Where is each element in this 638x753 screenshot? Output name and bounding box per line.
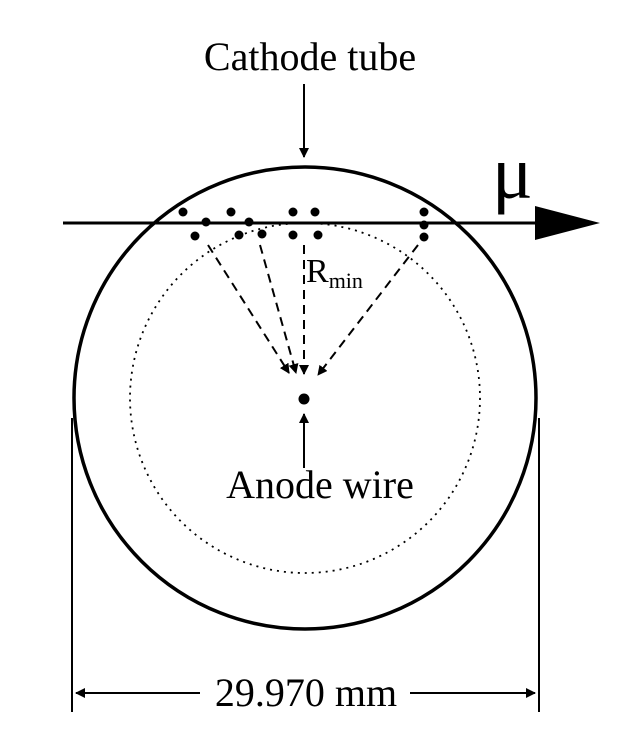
drift-path: [317, 244, 419, 376]
ionization-clusters: [178, 207, 429, 242]
cluster-dot: [288, 230, 298, 240]
muon-symbol: μ: [492, 131, 533, 215]
cluster-dot: [178, 207, 188, 217]
cluster-dot: [288, 207, 298, 217]
cluster-dot: [419, 232, 429, 242]
cluster-dot: [257, 229, 267, 239]
anode-wire-label: Anode wire: [226, 462, 414, 507]
cathode-tube-label: Cathode tube: [204, 34, 416, 79]
cluster-dot: [226, 207, 236, 217]
rmin-dotted-circle: [129, 222, 481, 574]
cluster-dot: [419, 220, 429, 230]
cluster-dot: [190, 231, 200, 241]
cluster-dot: [201, 217, 211, 227]
rmin-label-subscript: min: [329, 268, 363, 293]
rmin-label-main: R: [306, 253, 329, 290]
diameter-label: 29.970 mm: [215, 670, 397, 715]
cathode-tube-circle: [72, 165, 538, 631]
cluster-dot: [313, 230, 323, 240]
drift-paths: [207, 244, 419, 376]
drift-path: [259, 244, 299, 374]
cluster-dot: [419, 207, 429, 217]
drift-path: [207, 244, 290, 374]
rmin-label: Rmin: [306, 253, 363, 293]
anode-wire-dot: [298, 393, 310, 405]
cluster-dot: [310, 207, 320, 217]
muon-track-arrowhead: [535, 206, 600, 240]
cluster-dot: [234, 230, 244, 240]
cluster-dot: [244, 217, 254, 227]
